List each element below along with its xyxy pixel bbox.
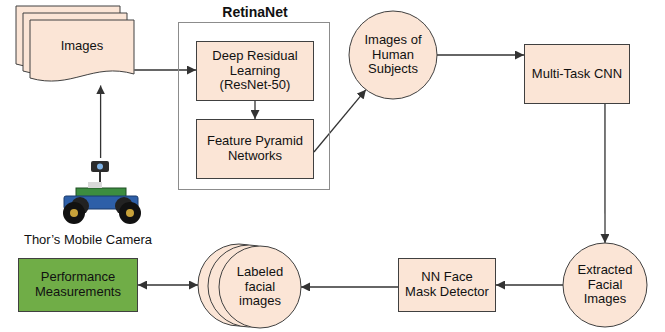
node-label: Images of Human Subjects [358, 33, 428, 78]
camera-body [91, 161, 109, 172]
process-box: Performance Measurements [18, 258, 138, 312]
process-box: Feature Pyramid Networks [196, 119, 314, 179]
circle-stack: Labeled facial images [196, 241, 308, 329]
connector-arrow [138, 284, 198, 285]
stacked-circle [219, 246, 301, 328]
figure-label: Thor’s Mobile Camera [24, 233, 152, 248]
node-label: Extracted Facial Images [570, 263, 640, 308]
text-holder: Labeled facial images [225, 257, 295, 317]
node-label: Deep Residual Learning (ResNet-50) [203, 49, 307, 94]
battery-pack [88, 182, 102, 188]
node-label: NN Face Mask Detector [405, 270, 489, 300]
document-page [30, 20, 134, 81]
circle-outline [349, 11, 437, 99]
text-holder: Images [30, 20, 134, 72]
node-label: Images [61, 39, 104, 54]
connector-arrow [100, 85, 101, 158]
document-stack: Images [14, 4, 138, 88]
text-holder: RetinaNet [179, 3, 331, 21]
data-circle: Extracted Facial Images [562, 242, 648, 328]
node-label: Performance Measurements [25, 270, 131, 300]
connector-arrow [437, 54, 524, 55]
circle-outline [563, 243, 647, 327]
wheel-hub [126, 209, 134, 217]
connector-arrow [604, 104, 605, 243]
group-heading: RetinaNet [222, 4, 287, 20]
front-wheel [63, 202, 85, 224]
wheel-hub [70, 209, 78, 217]
node-label: Multi-Task CNN [532, 67, 622, 82]
connector-arrow [496, 284, 563, 285]
front-wheel [119, 202, 141, 224]
process-box: NN Face Mask Detector [398, 258, 496, 312]
node-label: Feature Pyramid Networks [203, 134, 307, 164]
camera-robot: Thor’s Mobile Camera [18, 158, 158, 256]
robot-illustration [63, 161, 141, 224]
connector-arrow [134, 69, 196, 70]
connector-arrow [254, 101, 255, 119]
node-label: Labeled facial images [225, 265, 295, 310]
group-box: Deep Residual Learning (ResNet-50) Featur… [178, 22, 330, 190]
text-holder: Extracted Facial Images [570, 250, 640, 320]
process-box: Deep Residual Learning (ResNet-50) [196, 41, 314, 101]
connector-arrow [301, 286, 398, 287]
text-holder: Images of Human Subjects [358, 20, 428, 90]
data-circle: Images of Human Subjects [348, 10, 438, 100]
process-box: Multi-Task CNN [524, 44, 630, 104]
connector-arrow [314, 90, 366, 152]
camera-lens [97, 164, 103, 170]
text-holder: Thor’s Mobile Camera [18, 230, 158, 250]
